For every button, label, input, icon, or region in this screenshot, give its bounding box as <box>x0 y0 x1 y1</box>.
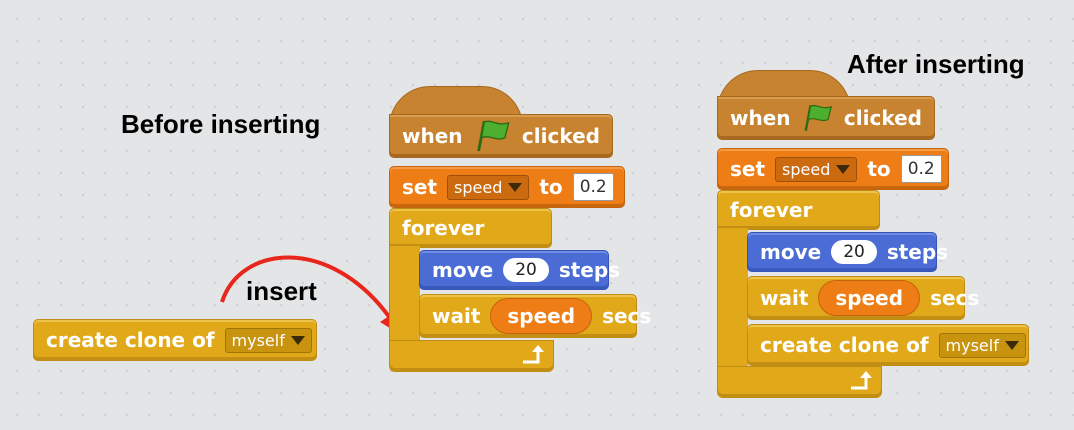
secs-label: secs <box>930 286 980 310</box>
clone-target-dropdown[interactable]: myself <box>938 332 1026 358</box>
forever-arm <box>389 246 420 346</box>
forever-label: forever <box>402 216 485 240</box>
forever-block[interactable]: forever <box>389 208 552 248</box>
to-label: to <box>867 157 891 181</box>
when-flag-clicked-block[interactable]: when clicked <box>389 114 613 158</box>
forever-arm-after <box>717 228 748 368</box>
wait-label: wait <box>760 286 809 310</box>
steps-input[interactable]: 20 <box>831 240 877 264</box>
steps-label: steps <box>558 258 621 282</box>
after-heading: After inserting <box>847 49 1025 79</box>
speed-reporter[interactable]: speed <box>490 298 593 334</box>
forever-block-after[interactable]: forever <box>717 190 880 230</box>
set-label: set <box>730 157 766 181</box>
variable-value: speed <box>782 159 831 179</box>
variable-value: speed <box>454 177 503 197</box>
create-clone-block[interactable]: create clone of myself <box>33 319 317 361</box>
wait-secs-block-after[interactable]: wait speed secs <box>747 276 979 320</box>
variable-dropdown[interactable]: speed <box>447 174 530 200</box>
create-clone-label: create clone of <box>46 328 215 352</box>
dropdown-caret-icon <box>1004 340 1019 350</box>
loop-arrow-icon <box>851 371 872 390</box>
green-flag-icon <box>476 120 510 152</box>
when-label: when <box>402 124 463 148</box>
wait-secs-block[interactable]: wait speed secs <box>419 294 651 338</box>
clone-target-value: myself <box>945 335 999 355</box>
set-label: set <box>402 175 438 199</box>
when-flag-clicked-block-after[interactable]: when clicked <box>717 96 935 140</box>
forever-foot <box>389 340 554 372</box>
set-value-input[interactable]: 0.2 <box>900 155 942 183</box>
speed-reporter[interactable]: speed <box>818 280 921 316</box>
to-label: to <box>539 175 563 199</box>
clicked-label: clicked <box>843 106 922 130</box>
move-label: move <box>432 258 494 282</box>
dropdown-caret-icon <box>290 335 305 345</box>
steps-input[interactable]: 20 <box>503 258 549 282</box>
clone-target-dropdown[interactable]: myself <box>224 327 312 353</box>
steps-label: steps <box>886 240 949 264</box>
clicked-label: clicked <box>521 124 600 148</box>
secs-label: secs <box>602 304 652 328</box>
set-value-input[interactable]: 0.2 <box>572 173 614 201</box>
before-heading: Before inserting <box>121 109 321 139</box>
when-label: when <box>730 106 791 130</box>
dropdown-caret-icon <box>508 182 523 192</box>
create-clone-block-after[interactable]: create clone of myself <box>747 324 1029 366</box>
forever-foot-after <box>717 366 882 398</box>
clone-target-value: myself <box>231 330 285 350</box>
dropdown-caret-icon <box>836 164 851 174</box>
variable-dropdown[interactable]: speed <box>775 156 858 182</box>
move-steps-block-after[interactable]: move 20 steps <box>747 232 948 272</box>
forever-label: forever <box>730 198 813 222</box>
insert-label: insert <box>246 276 317 306</box>
create-clone-label: create clone of <box>760 333 929 357</box>
move-steps-block[interactable]: move 20 steps <box>419 250 620 290</box>
set-variable-block-after[interactable]: set speed to 0.2 <box>717 148 949 190</box>
green-flag-icon <box>804 104 832 131</box>
move-label: move <box>760 240 822 264</box>
wait-label: wait <box>432 304 481 328</box>
loop-arrow-icon <box>523 345 544 364</box>
set-variable-block[interactable]: set speed to 0.2 <box>389 166 625 208</box>
